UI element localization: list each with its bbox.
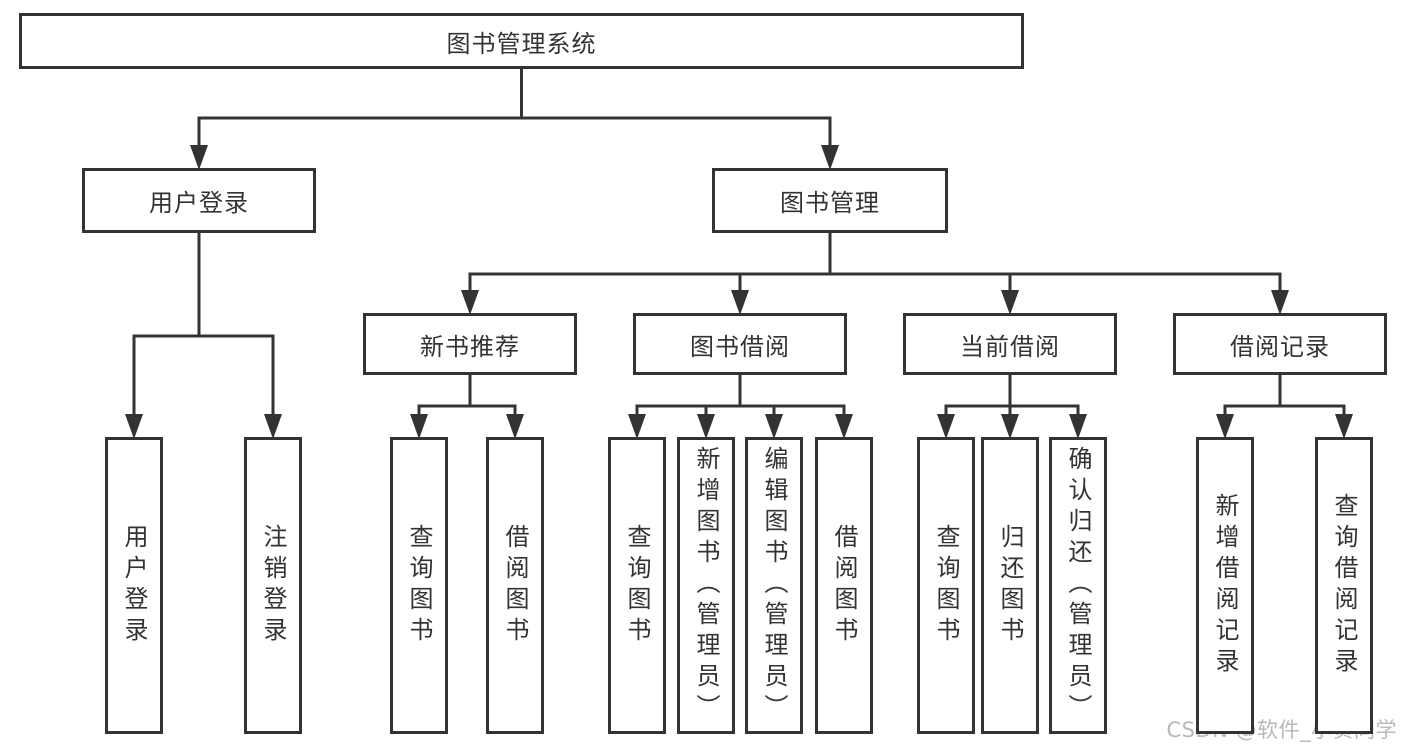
node-label-do-login: 用户登录 xyxy=(120,523,148,648)
node-label-current-borrow: 当前借阅 xyxy=(960,332,1060,361)
node-do-login: 用户登录 xyxy=(105,437,163,734)
node-label-user-login: 用户登录 xyxy=(149,189,249,217)
arrowhead-icon xyxy=(731,290,749,315)
node-label-cb-confirm: 确认归还（管理员） xyxy=(1064,446,1092,725)
node-new-book-recommend: 新书推荐 xyxy=(363,313,577,375)
node-nbr-query: 查询图书 xyxy=(390,437,448,734)
arrowhead-icon xyxy=(1069,414,1087,439)
node-label-br-query: 查询借阅记录 xyxy=(1330,492,1358,679)
node-current-borrow: 当前借阅 xyxy=(903,313,1117,375)
node-bb-borrow: 借阅图书 xyxy=(815,437,873,734)
arrowhead-icon xyxy=(937,414,955,439)
arrowhead-icon xyxy=(1001,290,1019,315)
arrowhead-icon xyxy=(1216,414,1234,439)
node-label-new-book-recommend: 新书推荐 xyxy=(420,332,520,361)
node-label-br-add: 新增借阅记录 xyxy=(1211,492,1239,679)
arrowhead-icon xyxy=(1335,414,1353,439)
node-root: 图书管理系统 xyxy=(19,13,1024,69)
node-br-query: 查询借阅记录 xyxy=(1315,437,1373,734)
arrowhead-icon xyxy=(1001,414,1019,439)
node-label-borrow-records: 借阅记录 xyxy=(1230,332,1330,361)
arrowhead-icon xyxy=(461,290,479,315)
node-label-logout: 注销登录 xyxy=(259,523,287,648)
node-label-nbr-query: 查询图书 xyxy=(405,523,433,648)
arrowhead-icon xyxy=(765,414,783,439)
node-label-cb-query: 查询图书 xyxy=(932,523,960,648)
node-label-bb-add: 新增图书（管理员） xyxy=(692,446,720,725)
node-bb-query: 查询图书 xyxy=(608,437,666,734)
arrowhead-icon xyxy=(190,145,208,170)
node-label-bb-borrow: 借阅图书 xyxy=(830,523,858,648)
node-cb-return: 归还图书 xyxy=(981,437,1039,734)
node-bb-add: 新增图书（管理员） xyxy=(677,437,735,734)
node-cb-query: 查询图书 xyxy=(917,437,975,734)
arrowhead-icon xyxy=(410,414,428,439)
node-label-root: 图书管理系统 xyxy=(446,29,597,58)
arrowhead-icon xyxy=(506,414,524,439)
node-user-login: 用户登录 xyxy=(82,168,316,233)
node-book-mgmt: 图书管理 xyxy=(712,168,948,233)
node-br-add: 新增借阅记录 xyxy=(1196,437,1254,734)
node-borrow-records: 借阅记录 xyxy=(1173,313,1387,375)
node-label-book-mgmt: 图书管理 xyxy=(780,189,880,217)
node-nbr-borrow: 借阅图书 xyxy=(486,437,544,734)
node-label-bb-query: 查询图书 xyxy=(623,523,651,648)
arrowhead-icon xyxy=(264,414,282,439)
node-label-bb-edit: 编辑图书（管理员） xyxy=(760,446,788,725)
node-book-borrow: 图书借阅 xyxy=(633,313,847,375)
arrowhead-icon xyxy=(125,414,143,439)
node-cb-confirm: 确认归还（管理员） xyxy=(1049,437,1107,734)
node-label-nbr-borrow: 借阅图书 xyxy=(501,523,529,648)
arrowhead-icon xyxy=(1271,290,1289,315)
arrowhead-icon xyxy=(697,414,715,439)
node-logout: 注销登录 xyxy=(244,437,302,734)
arrowhead-icon xyxy=(821,145,839,170)
node-bb-edit: 编辑图书（管理员） xyxy=(745,437,803,734)
arrowhead-icon xyxy=(835,414,853,439)
arrowhead-icon xyxy=(628,414,646,439)
node-label-book-borrow: 图书借阅 xyxy=(690,332,790,361)
node-label-cb-return: 归还图书 xyxy=(996,523,1024,648)
